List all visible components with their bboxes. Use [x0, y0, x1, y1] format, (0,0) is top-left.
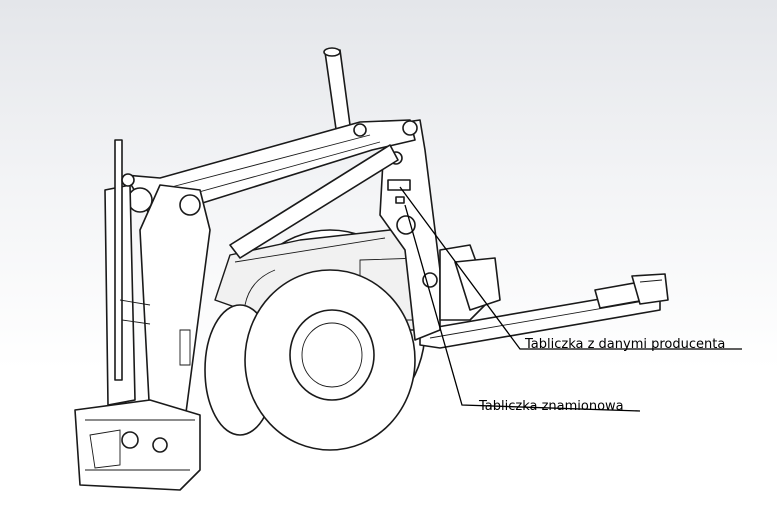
- front-wheel: [204, 269, 416, 451]
- tool-carrier: [74, 399, 201, 491]
- subframe-rail: [419, 273, 669, 349]
- name-plate-label: Tabliczka znamionowa: [479, 399, 624, 414]
- manufacturer-plate-label: Tabliczka z danymi producenta: [525, 337, 726, 352]
- leader-lines: [399, 186, 742, 412]
- mounting-bracket: [379, 119, 501, 341]
